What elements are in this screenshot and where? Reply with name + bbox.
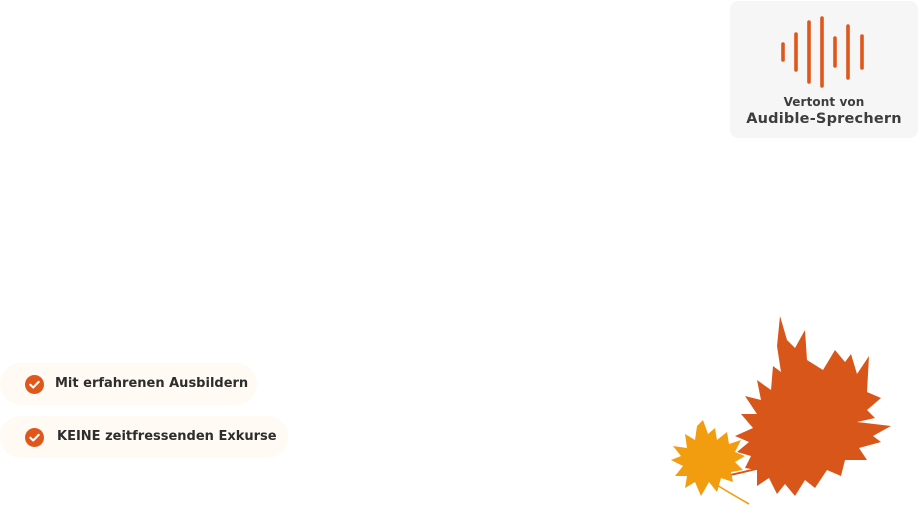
badge-title: Audible-Sprechern: [746, 111, 902, 127]
check-circle-icon: [25, 428, 44, 447]
soundwave-icon: [781, 16, 864, 88]
feature-label: KEINE zeitfressenden Exkurse: [57, 429, 277, 444]
audible-narrator-badge: Vertont von Audible-Sprechern: [730, 1, 918, 138]
check-circle-icon: [25, 375, 44, 394]
feature-item: KEINE zeitfressenden Exkurse: [0, 416, 288, 458]
badge-caption: Vertont von: [783, 95, 865, 109]
feature-label: Mit erfahrenen Ausbildern: [55, 376, 249, 391]
maple-leaves-icon: [671, 316, 891, 505]
feature-item: Mit erfahrenen Ausbildern: [0, 363, 257, 405]
